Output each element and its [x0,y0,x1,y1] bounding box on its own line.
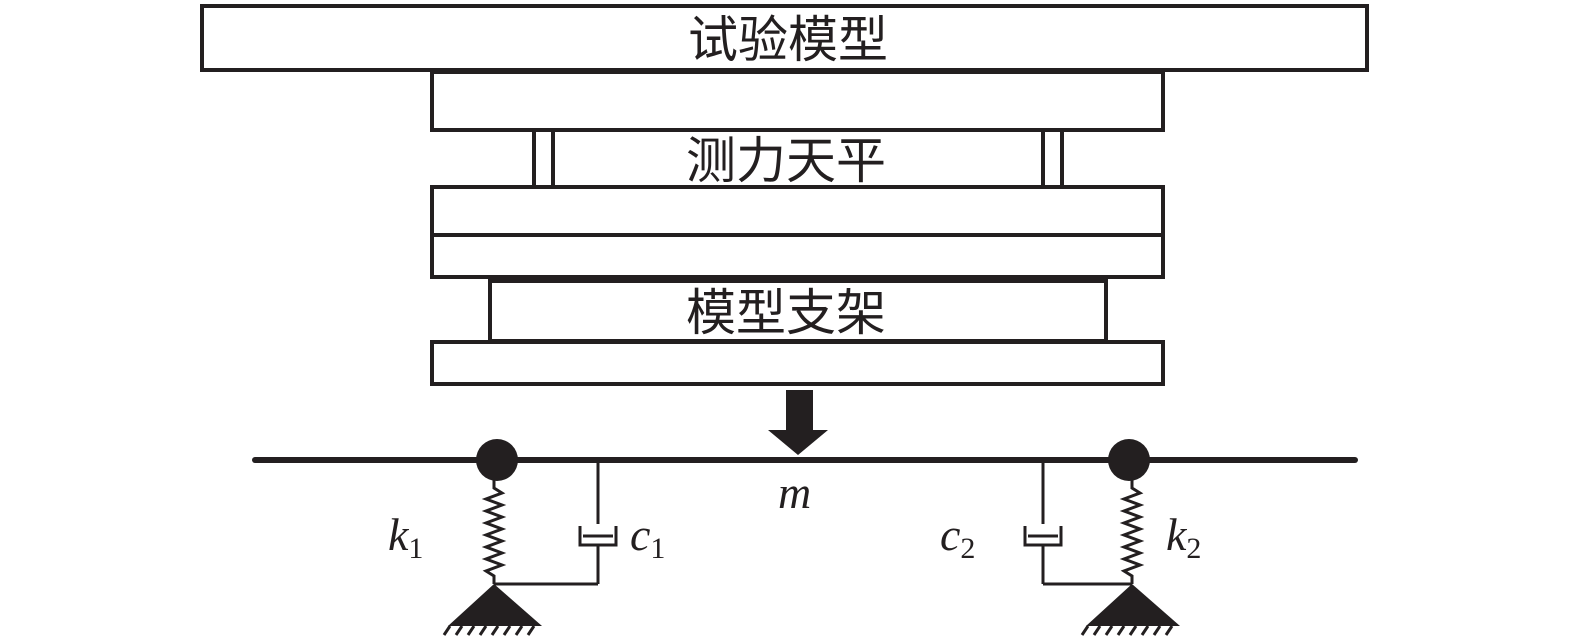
test-model-label: 试验模型 [688,11,888,69]
test-model-plate [200,4,1369,72]
balance-base-plate [430,185,1165,237]
upper-adapter-plate [430,70,1165,132]
force-balance-label: 测力天平 [686,132,886,190]
right-node [1108,439,1150,481]
support-bottom-plate [430,340,1165,386]
right-damper [1023,462,1132,586]
left-damper [494,462,618,586]
right-spring [1119,480,1145,584]
left-spring [481,480,507,584]
left-node [476,439,518,481]
right-ground-support [1080,584,1180,636]
c2-label: c2 [940,509,975,565]
mass-label: m [778,467,811,518]
k1-label: k1 [388,509,423,565]
model-support-label: 模型支架 [686,284,886,342]
c1-label: c1 [630,509,665,565]
right-balance-post [1041,128,1064,189]
support-top-plate [430,233,1165,279]
load-arrow [768,390,828,455]
k2-label: k2 [1166,509,1201,565]
left-balance-post [532,128,555,189]
left-ground-support [442,584,542,636]
